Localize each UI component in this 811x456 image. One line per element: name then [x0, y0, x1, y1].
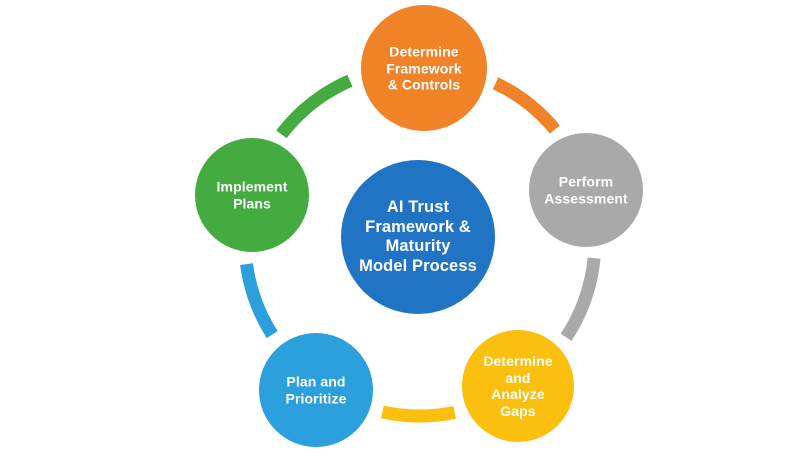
node-circle-implement-plans: [195, 138, 309, 252]
node-circle-center-process: [341, 160, 495, 314]
node-circle-determine-analyze-gaps: [462, 330, 574, 442]
node-circle-determine-framework-controls: [361, 5, 487, 131]
connector-arc-determine-to-assessment: [492, 77, 560, 134]
connector-arc-implement-to-determine: [276, 74, 353, 139]
node-circle-plan-prioritize: [259, 333, 373, 447]
connector-arc-gaps-to-plan: [381, 405, 456, 423]
connector-arc-plan-to-implement: [240, 263, 278, 339]
node-circle-perform-assessment: [529, 133, 643, 247]
connector-arc-assessment-to-gaps: [560, 257, 601, 341]
